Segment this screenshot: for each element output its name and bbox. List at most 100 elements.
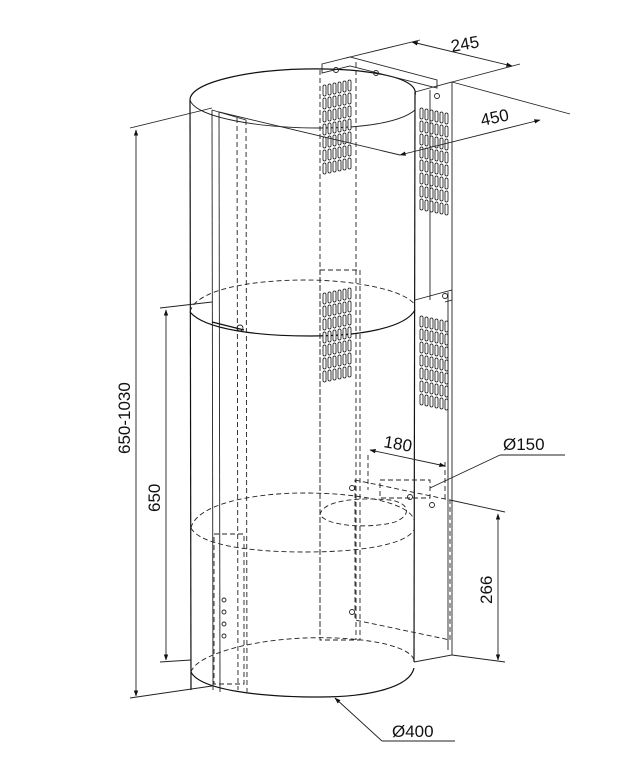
vent-slot [347,92,352,105]
vent-slot [419,185,424,198]
vent-slot [332,134,337,147]
vent-slot [322,149,327,162]
vent-slot [444,346,449,359]
vent-slot [419,146,424,159]
vent-slot [424,108,429,121]
vent-slot [347,326,352,339]
vent-slot [429,174,434,187]
vent-slot [419,393,424,406]
vent-slot [332,108,337,121]
vent-slot [327,83,332,96]
vent-slot [327,343,332,356]
vent-slot [419,172,424,185]
dim-lower-height: 650 [145,484,164,512]
vent-slot [439,189,444,202]
vent-slot [434,396,439,409]
vent-slot [424,316,429,329]
vent-slot [327,291,332,304]
vent-slot [327,317,332,330]
vent-slot [337,146,342,159]
vent-slot [347,105,352,118]
vent-slot [439,332,444,345]
vent-slot [322,305,327,318]
dim-bracket-width: 450 [479,105,511,129]
vent-slot [444,359,449,372]
vent-slot [419,133,424,146]
vent-slot [322,357,327,370]
vent-slot [439,319,444,332]
vent-slot [444,164,449,177]
vent-slot [332,316,337,329]
vent-slot [342,340,347,353]
vent-slot [337,159,342,172]
vent-slot [322,110,327,123]
vent-slot [347,352,352,365]
vent-slot [347,118,352,131]
vent-slot [337,328,342,341]
cylinder-body [189,68,416,698]
vent-slot [419,380,424,393]
vent-slot [337,354,342,367]
vent-slot [342,366,347,379]
dim-motor-box-height: 266 [477,576,496,604]
vent-slot [434,318,439,331]
vent-slot [332,303,337,316]
vent-slot [419,107,424,120]
vent-slot [444,112,449,125]
vent-slot [429,382,434,395]
vent-slot [347,131,352,144]
vent-slot [434,188,439,201]
vent-slot [342,288,347,301]
vent-slot [342,158,347,171]
vent-slot [337,120,342,133]
vent-slot [337,302,342,315]
vent-slot [424,199,429,212]
vent-slot [429,369,434,382]
vent-slot [444,125,449,138]
vent-slot [327,122,332,135]
vent-slot [434,344,439,357]
vent-slot [322,344,327,357]
vent-slot [337,107,342,120]
vent-slot [419,341,424,354]
vent-slot [444,398,449,411]
vent-slot [327,161,332,174]
vent-slot [327,330,332,343]
vent-slot [434,149,439,162]
vent-slot [439,124,444,137]
vent-slot [347,313,352,326]
vent-slot [444,177,449,190]
vent-slot [424,186,429,199]
vent-slot [327,304,332,317]
vent-slot [439,150,444,163]
dimension-lines [129,39,571,742]
vent-slot [347,365,352,378]
vent-slot [439,358,444,371]
vent-slot [434,123,439,136]
dim-outlet-diameter: Ø150 [503,435,545,454]
vent-slot [444,320,449,333]
vent-slot [332,290,337,303]
vent-slot [444,190,449,203]
vent-slot [327,148,332,161]
vent-slot [332,329,337,342]
vent-slot [429,317,434,330]
vent-slot [444,372,449,385]
vent-slot [439,397,444,410]
vent-slot [337,133,342,146]
vent-slot [419,120,424,133]
vent-slot [439,111,444,124]
vent-slot [419,367,424,380]
vent-slot [424,147,429,160]
vent-slot [419,328,424,341]
dim-height-range: 650-1030 [115,382,134,454]
vent-slot [342,80,347,93]
vent-slot [429,148,434,161]
vent-slot [429,200,434,213]
vent-slot [342,353,347,366]
vent-slot [444,385,449,398]
vent-slot [419,159,424,172]
vent-slot [439,202,444,215]
vent-slot [322,318,327,331]
vent-slot [322,123,327,136]
